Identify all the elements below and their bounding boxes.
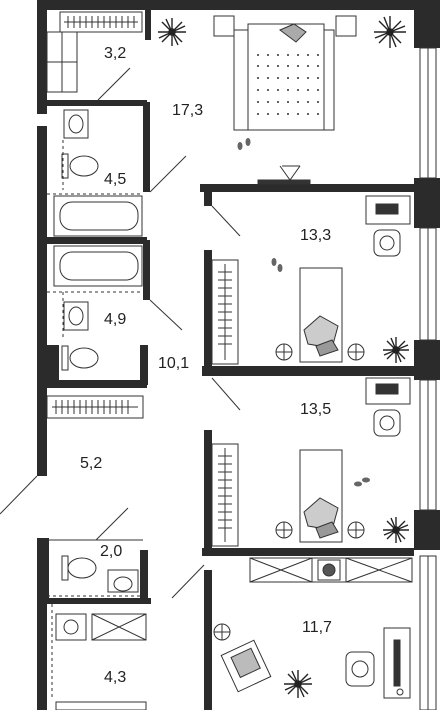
bathtub-icon [53, 245, 143, 287]
desk-icon [383, 627, 411, 699]
plant-icon [158, 18, 186, 46]
area-label-wardrobe-top: 3,2 [104, 45, 127, 62]
toilet-icon [61, 345, 99, 371]
chair-icon [345, 651, 375, 687]
sink-icon [63, 301, 89, 331]
bed-icon [275, 449, 365, 543]
area-label-hall: 5,2 [80, 455, 103, 472]
area-label-bedroom-2: 13,5 [300, 401, 332, 418]
windows [419, 47, 437, 710]
bed-icon [275, 267, 365, 363]
chair-icon [220, 639, 272, 693]
tv-icon [257, 165, 311, 185]
plant-icon [284, 670, 312, 698]
area-label-master-bedroom: 17,3 [172, 102, 204, 119]
area-label-bathroom-1: 4,5 [104, 171, 127, 188]
washing-machine-icon [317, 559, 341, 581]
toilet-icon [61, 153, 99, 179]
area-label-wc: 2,0 [100, 543, 123, 560]
slippers-icon [237, 138, 370, 487]
area-label-study: 11,7 [302, 619, 332, 636]
bathtub-icon [53, 195, 143, 237]
plant-icon [374, 16, 406, 48]
plants [158, 16, 409, 698]
area-label-corridor: 10,1 [158, 355, 190, 372]
chair-icon [373, 229, 401, 257]
furniture [46, 11, 413, 710]
chair-icon [373, 409, 401, 437]
desk-icon [365, 377, 411, 405]
area-label-laundry: 4,3 [104, 669, 127, 686]
plant-icon [383, 517, 409, 543]
hanger-rail [64, 16, 138, 28]
door-swings [0, 67, 241, 599]
sink-icon [107, 569, 139, 593]
sink-icon [63, 109, 89, 139]
area-label-bedroom-1: 13,3 [300, 227, 332, 244]
bed-icon [213, 15, 357, 131]
sink-icon [55, 613, 87, 641]
area-label-bathroom-2: 4,9 [104, 311, 127, 328]
plant-icon [383, 337, 409, 363]
desk-icon [365, 195, 411, 225]
toilet-icon [61, 555, 97, 581]
walls [37, 0, 440, 710]
